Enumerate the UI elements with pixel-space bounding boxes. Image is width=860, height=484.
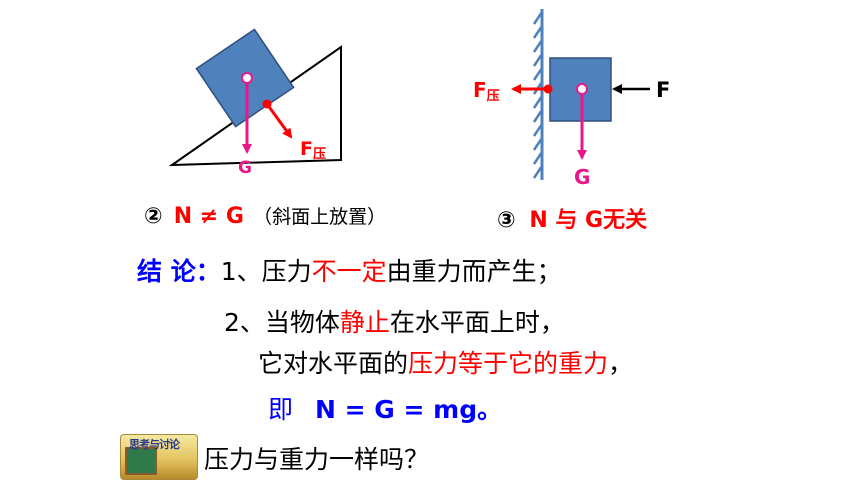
conclusion-line-2: 2、当物体静止在水平面上时，	[224, 308, 565, 337]
fig2-number: ②	[144, 204, 163, 229]
conclusion-label: 结 论：	[137, 257, 221, 286]
incline-figure	[168, 28, 342, 167]
fig3-formula: N 与 G	[529, 208, 604, 233]
conclusion-line-1: 结 论：1、压力不一定由重力而产生；	[137, 257, 562, 286]
wall-figure	[511, 9, 650, 180]
final-formula: N = G = mg。	[315, 395, 503, 424]
wall-contact-dot	[543, 84, 553, 94]
wall-pressure-label: F压	[473, 78, 500, 104]
incline-pressure-label: F压	[300, 138, 326, 162]
wall-hatching	[532, 11, 544, 179]
fig3-number: ③	[497, 208, 516, 233]
fig3-caption: ③ N 与 G无关	[497, 202, 647, 234]
wall-gravity-label: G	[574, 165, 591, 189]
incline-contact-dot	[262, 99, 272, 109]
incline-center-dot	[241, 72, 253, 84]
fig2-caption: ② N ≠ G （斜面上放置）	[144, 202, 386, 229]
fig2-formula: N ≠ G	[173, 204, 244, 229]
wall-center-dot	[576, 83, 588, 95]
discussion-badge-icon: 思考与讨论	[120, 434, 198, 480]
wall-push-label: F	[656, 78, 671, 102]
incline-pressure-arrow	[265, 103, 293, 139]
discussion-question: 压力与重力一样吗？	[204, 445, 430, 474]
incline-gravity-label: G	[238, 158, 252, 178]
fig2-note: （斜面上放置）	[253, 206, 387, 228]
fig3-irrelevant: 无关	[603, 208, 648, 233]
conclusion-line-3: 它对水平面的压力等于它的重力，	[258, 349, 634, 378]
